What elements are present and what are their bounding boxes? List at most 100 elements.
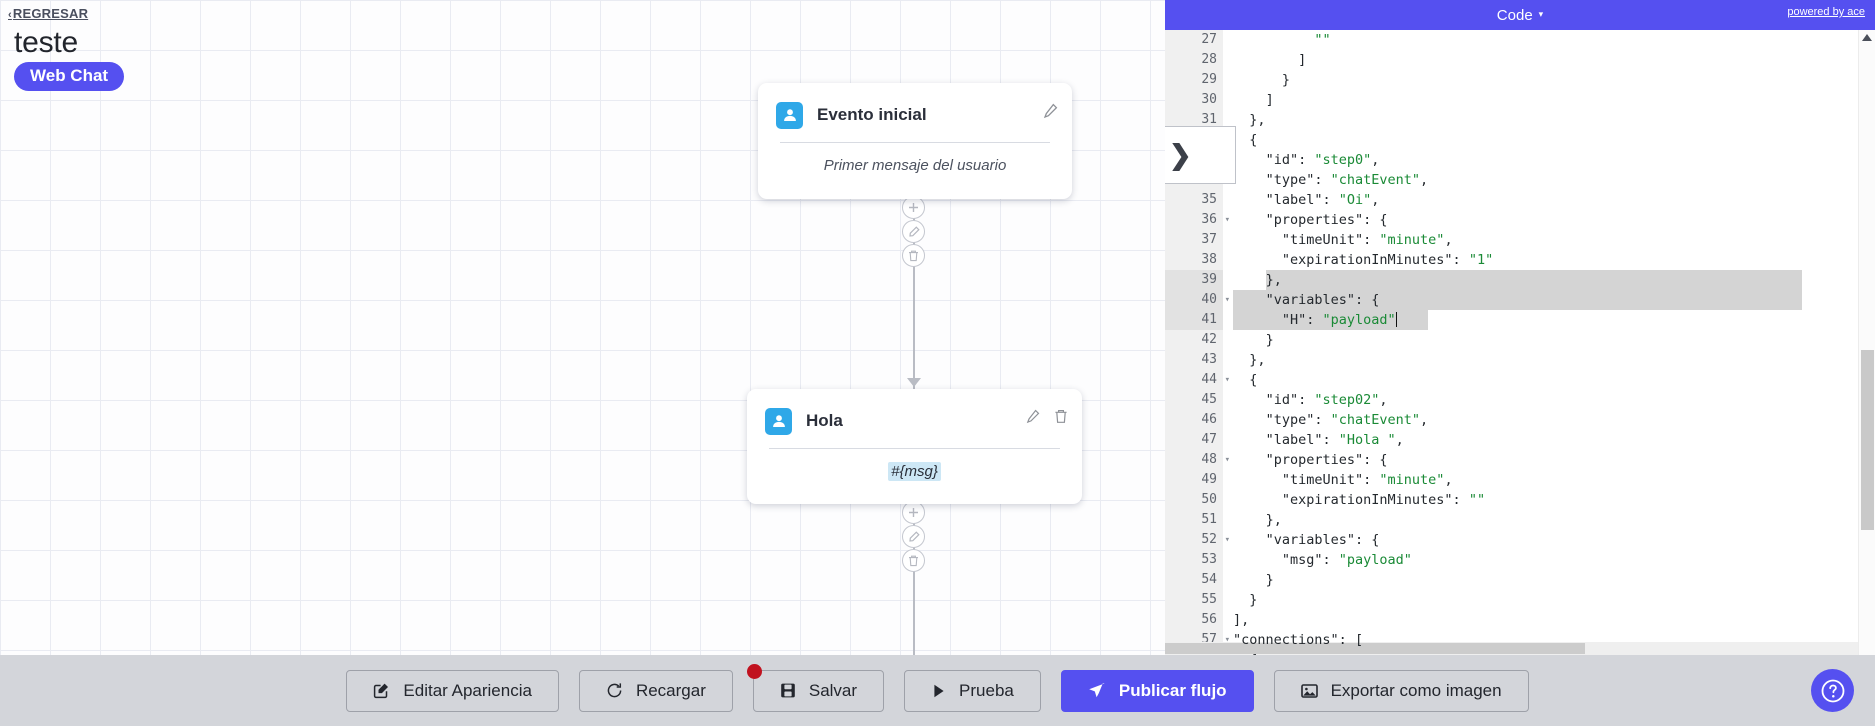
code-line[interactable]: 54 } xyxy=(1165,570,1875,590)
toolbar-button-label: Editar Apariencia xyxy=(403,680,532,700)
toolbar-button-exportar-como-imagen[interactable]: Exportar como imagen xyxy=(1273,669,1529,712)
code-line[interactable]: 28 ] xyxy=(1165,50,1875,70)
code-line[interactable]: 36▾ "properties": { xyxy=(1165,210,1875,230)
code-line[interactable]: 31 }, xyxy=(1165,110,1875,130)
code-line[interactable]: 55 } xyxy=(1165,590,1875,610)
code-line[interactable]: 38 "expirationInMinutes": "1" xyxy=(1165,250,1875,270)
line-number: 47 xyxy=(1165,430,1223,450)
code-editor[interactable]: 27 ""28 ]29 }30 ]31 },32▾ {33 "id": "ste… xyxy=(1165,30,1875,655)
toolbar-button-editar-apariencia[interactable]: Editar Apariencia xyxy=(346,669,559,712)
fold-arrow-icon[interactable]: ▾ xyxy=(1224,535,1230,545)
connector-delete-button[interactable] xyxy=(902,244,925,267)
line-number: 30 xyxy=(1165,90,1223,110)
toolbar-button-salvar[interactable]: Salvar xyxy=(746,663,885,712)
fold-arrow-icon[interactable]: ▾ xyxy=(1224,295,1230,305)
flow-node-hola[interactable]: Hola #{msg} xyxy=(747,389,1082,504)
line-number: 27 xyxy=(1165,30,1223,50)
help-button[interactable] xyxy=(1811,669,1854,712)
code-line-text: }, xyxy=(1249,352,1266,368)
pencil-icon[interactable] xyxy=(1042,103,1058,124)
fold-arrow-icon[interactable]: ▾ xyxy=(1224,455,1230,465)
code-line[interactable]: 49 "timeUnit": "minute", xyxy=(1165,470,1875,490)
line-number: 53 xyxy=(1165,550,1223,570)
code-line[interactable]: 45 "id": "step02", xyxy=(1165,390,1875,410)
toolbar-button-recargar[interactable]: Recargar xyxy=(578,669,733,712)
editor-vertical-scrollbar[interactable] xyxy=(1858,30,1875,655)
node-header: Evento inicial xyxy=(758,83,1072,133)
code-line[interactable]: 39 }, xyxy=(1165,270,1875,290)
code-line[interactable]: 33 "id": "step0", xyxy=(1165,150,1875,170)
connector-delete-button[interactable] xyxy=(902,549,925,572)
code-lines[interactable]: 27 ""28 ]29 }30 ]31 },32▾ {33 "id": "ste… xyxy=(1165,30,1875,655)
code-line[interactable]: 27 "" xyxy=(1165,30,1875,50)
line-number: 50 xyxy=(1165,490,1223,510)
code-line[interactable]: 52▾ "variables": { xyxy=(1165,530,1875,550)
code-line-text: } xyxy=(1249,592,1258,608)
code-line[interactable]: 41 "H": "payload" xyxy=(1165,310,1875,330)
connector-add-button[interactable] xyxy=(902,501,925,524)
code-line[interactable]: 53 "msg": "payload" xyxy=(1165,550,1875,570)
horizontal-scrollbar-thumb[interactable] xyxy=(1165,643,1585,654)
code-line[interactable]: 43 }, xyxy=(1165,350,1875,370)
code-line[interactable]: 48▾ "properties": { xyxy=(1165,450,1875,470)
code-line-text: "type": "chatEvent", xyxy=(1265,172,1429,188)
code-line[interactable]: 46 "type": "chatEvent", xyxy=(1165,410,1875,430)
edit-square-icon xyxy=(373,682,390,699)
pencil-icon[interactable] xyxy=(1025,409,1040,429)
code-line[interactable]: 37 "timeUnit": "minute", xyxy=(1165,230,1875,250)
node-header: Hola xyxy=(747,389,1082,439)
flow-canvas[interactable]: ‹REGRESAR teste Web Chat xyxy=(0,0,1165,655)
chevron-down-icon[interactable]: ▾ xyxy=(1538,8,1544,19)
code-line[interactable]: 34 "type": "chatEvent", xyxy=(1165,170,1875,190)
user-icon xyxy=(776,101,803,129)
code-line-text: }, xyxy=(1249,112,1266,128)
vertical-scrollbar-thumb[interactable] xyxy=(1861,350,1874,530)
toolbar-button-publicar-flujo[interactable]: Publicar flujo xyxy=(1060,669,1254,712)
code-panel: Code ▾ powered by ace 27 ""28 ]29 }30 ]3… xyxy=(1165,0,1875,655)
connector-edit-button[interactable] xyxy=(902,220,925,243)
code-line[interactable]: 30 ] xyxy=(1165,90,1875,110)
code-line[interactable]: 42 } xyxy=(1165,330,1875,350)
toolbar-button-prueba[interactable]: Prueba xyxy=(904,669,1041,712)
back-link[interactable]: ‹REGRESAR xyxy=(8,6,88,21)
connector-add-button[interactable] xyxy=(902,196,925,219)
code-line[interactable]: 51 }, xyxy=(1165,510,1875,530)
scroll-up-arrow-icon[interactable] xyxy=(1862,34,1872,41)
fold-arrow-icon[interactable]: ▾ xyxy=(1224,635,1230,645)
code-line[interactable]: 32▾ { xyxy=(1165,130,1875,150)
node-actions xyxy=(1042,103,1058,124)
fold-arrow-icon[interactable]: ▾ xyxy=(1224,215,1230,225)
code-line[interactable]: 35 "label": "Oi", xyxy=(1165,190,1875,210)
code-line-text: "H": "payload" xyxy=(1223,310,1875,330)
flow-node-evento-inicial[interactable]: Evento inicial Primer mensaje del usuari… xyxy=(758,83,1072,199)
code-line-text: } xyxy=(1281,72,1290,88)
trash-icon[interactable] xyxy=(1054,409,1068,429)
line-number: 45 xyxy=(1165,390,1223,410)
editor-horizontal-scrollbar[interactable] xyxy=(1165,642,1858,655)
user-icon xyxy=(765,407,792,435)
line-number: 54 xyxy=(1165,570,1223,590)
fold-arrow-icon[interactable]: ▾ xyxy=(1224,375,1230,385)
code-line[interactable]: 47 "label": "Hola ", xyxy=(1165,430,1875,450)
code-line-text: "connections": [ xyxy=(1233,632,1364,648)
code-line-text: ] xyxy=(1265,92,1274,108)
powered-by-link[interactable]: powered by ace xyxy=(1787,6,1865,18)
code-line[interactable]: 29 } xyxy=(1165,70,1875,90)
line-number: 29 xyxy=(1165,70,1223,90)
connector-controls-1 xyxy=(902,196,925,267)
line-number: 43 xyxy=(1165,350,1223,370)
code-line[interactable]: 40▾ "variables": { xyxy=(1165,290,1875,310)
code-line[interactable]: 50 "expirationInMinutes": "" xyxy=(1165,490,1875,510)
connector-edit-button[interactable] xyxy=(902,525,925,548)
line-number: 37 xyxy=(1165,230,1223,250)
code-line-text: "expirationInMinutes": "1" xyxy=(1281,252,1494,268)
panel-collapse-toggle[interactable]: ❯ xyxy=(1165,126,1236,184)
code-line[interactable]: 56], xyxy=(1165,610,1875,630)
code-line[interactable]: 44▾ { xyxy=(1165,370,1875,390)
trash-icon xyxy=(909,555,918,566)
code-panel-title[interactable]: Code xyxy=(1496,6,1533,24)
code-line-text: "type": "chatEvent", xyxy=(1265,412,1429,428)
pencil-icon xyxy=(908,225,920,237)
line-number: 35 xyxy=(1165,190,1223,210)
code-line-text: }, xyxy=(1223,270,1875,290)
